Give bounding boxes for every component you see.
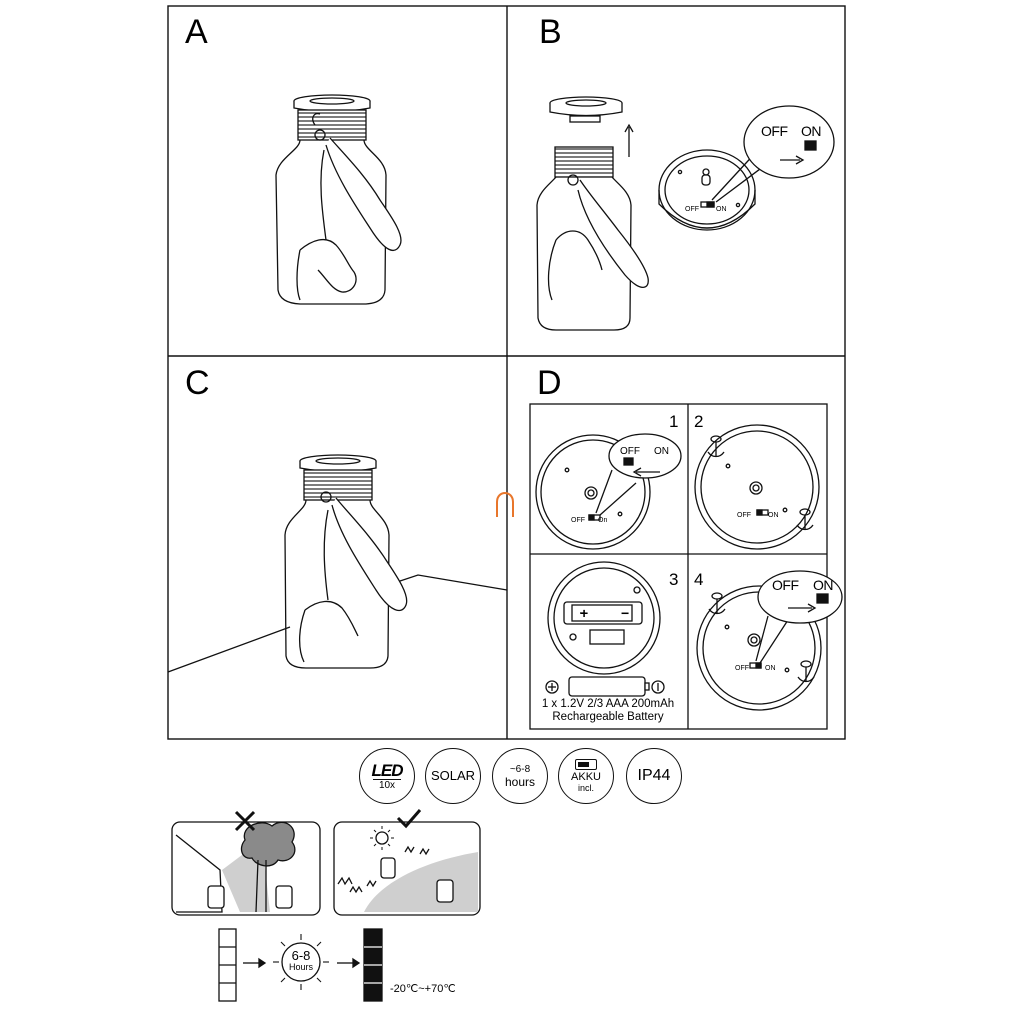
- akku-included: incl.: [577, 782, 594, 793]
- ip-label: IP44: [637, 767, 671, 784]
- battery-minus: −: [621, 605, 630, 621]
- panel-label-a: A: [185, 13, 208, 51]
- runtime-value: ~6-8: [509, 763, 531, 775]
- ip-badge: IP44: [626, 748, 682, 804]
- step2-drawing: [694, 424, 820, 550]
- akku-badge: AKKU incl.: [558, 748, 614, 804]
- temperature-range: -20℃~+70℃: [390, 983, 456, 995]
- step1-off-label: OFF: [571, 517, 585, 524]
- step-number-2: 2: [694, 412, 704, 431]
- jar-a: [275, 94, 402, 305]
- step4-off-label: OFF: [735, 665, 749, 672]
- battery-icon: [575, 758, 597, 770]
- battery-spec: 1 x 1.2V 2/3 AAA 200mAh: [541, 698, 675, 710]
- step2-on-label: ON: [768, 512, 779, 519]
- panel-label-d: D: [537, 364, 562, 402]
- callout-off-label: OFF: [761, 123, 788, 139]
- led-badge: LED 10x: [359, 748, 415, 804]
- step1-on-label: On: [598, 517, 608, 524]
- step1-callout-on: ON: [654, 446, 669, 457]
- step4-drawing: [696, 570, 843, 711]
- lid-on-label: ON: [716, 206, 727, 213]
- step3-drawing: [545, 561, 665, 697]
- solar-label: SOLAR: [430, 768, 476, 783]
- runtime-badge: ~6-8 hours: [492, 748, 548, 804]
- step1-drawing: [535, 433, 682, 550]
- step1-callout-off: OFF: [620, 446, 640, 457]
- scene-sun: [333, 809, 481, 916]
- battery-type: Rechargeable Battery: [552, 711, 664, 723]
- step-number-3: 3: [669, 570, 679, 589]
- led-label: LED: [371, 760, 404, 780]
- step-number-1: 1: [669, 412, 679, 431]
- scene-shade: [171, 810, 321, 916]
- jar-b: [536, 96, 835, 331]
- step4-callout-on: ON: [813, 577, 834, 593]
- solar-badge: SOLAR: [425, 748, 481, 804]
- jar-c: [167, 454, 508, 673]
- runtime-unit: hours: [504, 774, 536, 789]
- accent-mark: [496, 492, 514, 517]
- subgrid-d: [529, 403, 828, 730]
- akku-label: AKKU: [571, 770, 601, 783]
- step-number-4: 4: [694, 570, 704, 589]
- charge-hours-unit: Hours: [288, 962, 313, 972]
- charging-sequence: [218, 928, 383, 1002]
- battery-plus: +: [580, 605, 589, 621]
- main-grid: [167, 5, 846, 740]
- panel-label-b: B: [539, 13, 562, 51]
- lid-off-label: OFF: [685, 206, 699, 213]
- step2-off-label: OFF: [737, 512, 751, 519]
- charge-hours: 6-8: [291, 948, 311, 963]
- step4-callout-off: OFF: [772, 577, 799, 593]
- led-count: 10x: [373, 778, 401, 791]
- callout-on-label: ON: [801, 123, 822, 139]
- step4-on-label: ON: [765, 665, 776, 672]
- panel-label-c: C: [185, 364, 210, 402]
